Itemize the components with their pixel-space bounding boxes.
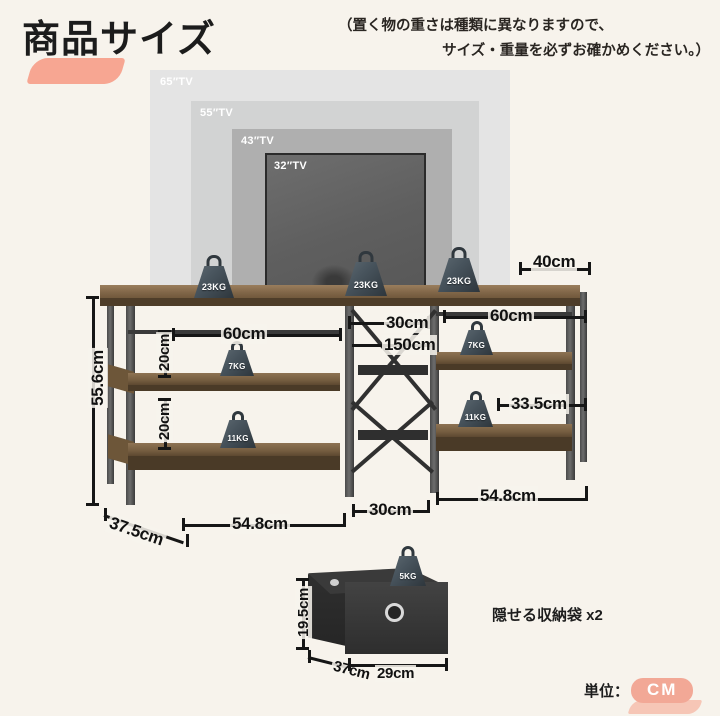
dimlabel-bottom-center: 30cm	[367, 500, 414, 520]
dimtick	[343, 513, 346, 526]
weight-badge-right-bottom: 11KG	[458, 391, 493, 427]
dimlabel-bottom-right: 54.8cm	[478, 486, 538, 506]
dimtick	[296, 578, 309, 581]
dimtick	[172, 328, 175, 341]
shelf-center-middle	[358, 365, 428, 375]
tv-label-43: 43″TV	[241, 135, 275, 147]
weight-badge-top-1: 23KG	[194, 255, 234, 298]
unit-badge: 単位： CM	[584, 678, 694, 703]
dimlabel-total-height: 55.6cm	[87, 348, 108, 408]
dimtick	[182, 518, 185, 531]
header-note-line2: サイズ・重量を必ずお確かめください。）	[442, 43, 710, 59]
dimlabel-right-shelf-height: 33.5cm	[509, 394, 569, 414]
shelf-center-bottom	[358, 430, 428, 440]
storage-bag-grommet-icon	[385, 603, 404, 622]
weight-handle-icon	[401, 546, 415, 557]
header-note: （置く物の重さは種類に異なりますので、 サイズ・重量を必ずお確かめください。）	[338, 14, 712, 64]
weight-value: 7KG	[228, 362, 246, 372]
dimtick	[584, 398, 587, 411]
dimtick	[445, 658, 448, 671]
header-note-line1: （置く物の重さは種類に異なりますので、	[338, 18, 613, 34]
dimtick	[158, 447, 171, 450]
weight-badge-top-2: 23KG	[345, 251, 387, 296]
tv-label-65: 65″TV	[160, 76, 194, 88]
unit-value: CM	[631, 678, 694, 703]
dimlabel-bag-side: 37cm	[329, 657, 374, 684]
weight-handle-icon	[206, 255, 222, 267]
weight-badge-right-middle: 7KG	[460, 321, 493, 355]
dimlabel-gap-lower: 20cm	[156, 400, 174, 443]
weight-handle-icon	[469, 391, 482, 401]
page-title: 商品サイズ	[22, 19, 216, 61]
frame-post-center-right	[430, 300, 439, 493]
weight-handle-icon	[470, 321, 483, 331]
dimtick	[158, 375, 171, 378]
dimtick	[339, 328, 342, 341]
dimlabel-gap-upper: 20cm	[156, 331, 174, 374]
frame-post-center-left	[345, 300, 354, 497]
weight-badge-top-3: 23KG	[438, 247, 480, 292]
dimlabel-depth: 37.5cm	[104, 512, 168, 551]
weight-value: 7KG	[467, 341, 486, 351]
weight-value: 23KG	[353, 280, 379, 291]
dimtick	[104, 508, 107, 521]
dimtick	[158, 330, 171, 333]
dimtick	[348, 658, 351, 671]
dimtick	[588, 262, 591, 275]
shelf-left-middle	[128, 373, 340, 385]
shelf-right-middle-edge	[436, 364, 572, 370]
dimtick	[497, 398, 500, 411]
shelf-left-bottom	[128, 443, 340, 456]
dimlabel-bottom-left: 54.8cm	[230, 514, 290, 534]
tv-label-55: 55″TV	[200, 107, 234, 119]
weight-handle-icon	[451, 247, 467, 259]
weight-value: 23KG	[201, 282, 227, 293]
weight-value: 11KG	[464, 413, 487, 423]
dimtick	[86, 296, 99, 299]
storage-bag-caption: 隠せる収納袋 x2	[492, 607, 603, 624]
dimlabel-right-shelf-width: 60cm	[488, 306, 535, 326]
weight-badge-storage-bag: 5KG	[390, 546, 426, 586]
dimtick	[186, 534, 189, 547]
dimlabel-left-shelf-width: 60cm	[221, 324, 268, 344]
storage-bag-stud	[330, 579, 339, 586]
top-plank-edge	[100, 298, 580, 306]
dimtick	[348, 316, 351, 329]
dimtick	[427, 500, 430, 513]
weight-value: 11KG	[227, 433, 249, 443]
dimtick	[308, 650, 311, 663]
shelf-right-bottom-edge	[436, 437, 572, 451]
dimtick	[296, 647, 309, 650]
frame-post-right-back	[580, 292, 587, 462]
dimtick	[585, 486, 588, 499]
dimlabel-total-width-top: 150cm	[382, 335, 438, 355]
weight-handle-icon	[358, 251, 374, 263]
dimtick	[352, 504, 355, 517]
dimlabel-bag-front: 29cm	[375, 665, 417, 682]
weight-value: 5KG	[399, 571, 417, 581]
tv-label-32: 32″TV	[274, 160, 308, 172]
weight-handle-icon	[232, 411, 244, 421]
shelf-left-bottom-edge	[128, 456, 340, 470]
shelf-left-middle-edge	[128, 385, 340, 391]
title-accent-shape	[26, 58, 126, 84]
dimtick	[519, 262, 522, 275]
weight-value: 23KG	[446, 276, 472, 287]
weight-badge-left-bottom: 11KG	[220, 411, 256, 448]
shelf-right-middle	[436, 352, 572, 364]
dimtick	[584, 310, 587, 323]
frame-post-left-back	[107, 292, 114, 484]
dimtick	[158, 398, 171, 401]
dimtick	[436, 492, 439, 505]
frame-post-right-front	[566, 300, 575, 480]
dimlabel-right-top-depth: 40cm	[531, 252, 578, 272]
frame-post-left-front	[126, 300, 135, 505]
unit-label: 単位：	[584, 683, 630, 700]
dimtick	[86, 503, 99, 506]
dimtick	[443, 310, 446, 323]
dimlabel-center-top: 30cm	[384, 313, 431, 333]
weight-badge-left-middle: 7KG	[220, 341, 254, 376]
dimlabel-bag-height: 19.5cm	[295, 585, 313, 640]
shelf-right-bottom	[436, 424, 572, 437]
